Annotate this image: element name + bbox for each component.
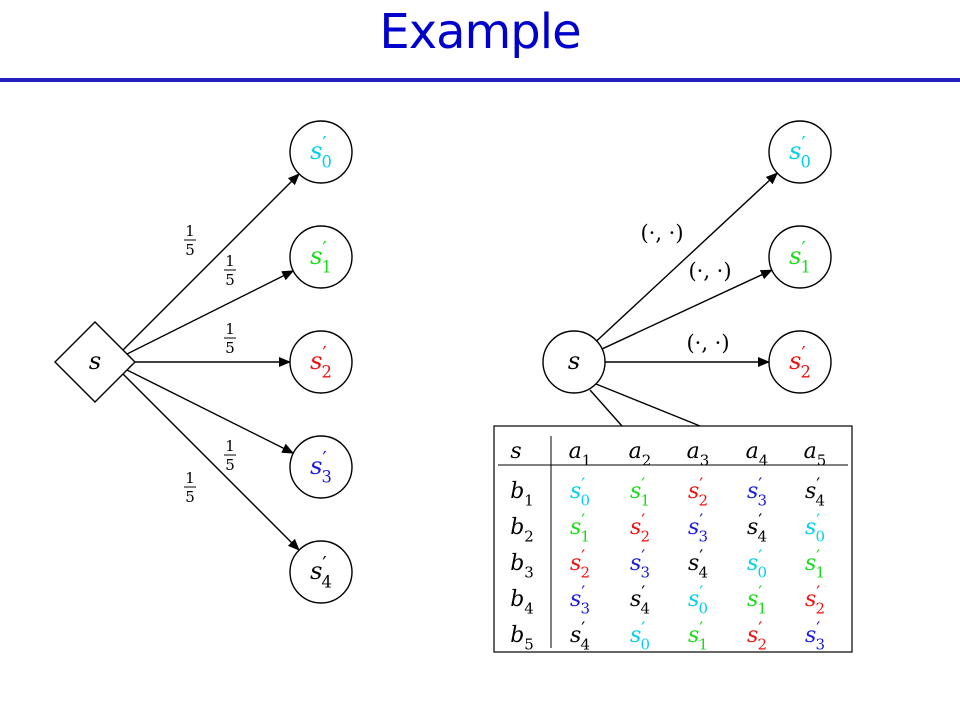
left-edge-prob-2-num: 1 bbox=[225, 320, 235, 338]
left-target-3-label: s′3 bbox=[310, 448, 332, 487]
right-target-0: s′0 bbox=[768, 120, 832, 184]
table-cell-3-0: s′3 bbox=[570, 583, 590, 617]
table-cell-4-3: s′2 bbox=[747, 619, 767, 653]
table-row-header-3: b4 bbox=[510, 587, 534, 618]
left-target-0: s′0 bbox=[289, 120, 353, 184]
table-cell-4-0: s′4 bbox=[570, 619, 590, 653]
right-edge-3 bbox=[595, 383, 701, 427]
left-target-0-label: s′0 bbox=[310, 133, 332, 172]
right-source-label: s bbox=[568, 347, 580, 375]
table-cell-2-1: s′3 bbox=[630, 547, 650, 581]
left-target-2-label: s′2 bbox=[310, 343, 332, 382]
left-target-4-label: s′4 bbox=[310, 553, 332, 592]
table-col-header-1: a2 bbox=[629, 439, 652, 470]
left-edge-prob-1-num: 1 bbox=[225, 252, 235, 270]
left-edge-prob-1: 15 bbox=[224, 252, 236, 289]
table-cell-0-2: s′2 bbox=[688, 475, 708, 509]
left-edge-prob-3: 15 bbox=[224, 437, 236, 474]
left-edge-prob-0-num: 1 bbox=[185, 222, 195, 240]
left-target-1: s′1 bbox=[289, 225, 353, 289]
table-cell-3-2: s′0 bbox=[688, 583, 708, 617]
right-edge-label-0: (·, ·) bbox=[640, 221, 683, 245]
table-cell-0-1: s′1 bbox=[630, 475, 650, 509]
table-cell-4-1: s′0 bbox=[630, 619, 650, 653]
table-row-header-4: b5 bbox=[510, 623, 534, 654]
left-edge-prob-4-den: 5 bbox=[185, 488, 195, 506]
right-target-1-label: s′1 bbox=[789, 238, 811, 277]
right-edge-0 bbox=[596, 172, 779, 342]
left-edge-prob-0: 15 bbox=[184, 222, 196, 259]
right-target-0-label: s′0 bbox=[789, 133, 811, 172]
table-cell-0-4: s′4 bbox=[805, 475, 825, 509]
table-col-header-0: a1 bbox=[569, 439, 592, 470]
table-cell-1-1: s′2 bbox=[630, 511, 650, 545]
right-source-node bbox=[542, 330, 606, 394]
right-edge-label-1: (·, ·) bbox=[688, 259, 731, 283]
table-row-header-1: b2 bbox=[510, 515, 534, 546]
table-cell-4-4: s′3 bbox=[805, 619, 825, 653]
table-col-header-2: a3 bbox=[687, 439, 710, 470]
table-col-header-3: a4 bbox=[746, 439, 769, 470]
table-cell-2-0: s′2 bbox=[570, 547, 590, 581]
table-cell-4-2: s′1 bbox=[688, 619, 708, 653]
left-target-3: s′3 bbox=[289, 435, 353, 499]
left-edge-prob-0-den: 5 bbox=[185, 241, 195, 259]
left-target-2: s′2 bbox=[289, 330, 353, 394]
table-corner: s bbox=[510, 439, 521, 464]
table-cell-2-2: s′4 bbox=[688, 547, 708, 581]
left-target-4: s′4 bbox=[289, 540, 353, 604]
left-edge-1 bbox=[122, 270, 295, 357]
right-target-2-label: s′2 bbox=[789, 343, 811, 382]
left-edge-3 bbox=[122, 367, 295, 454]
title-underline bbox=[0, 78, 960, 82]
left-edge-0 bbox=[122, 173, 300, 351]
table-cell-2-4: s′1 bbox=[805, 547, 825, 581]
left-edge-prob-2-den: 5 bbox=[225, 339, 235, 357]
left-edge-prob-4-num: 1 bbox=[185, 469, 195, 487]
left-edge-prob-2: 15 bbox=[224, 320, 236, 357]
table-col-header-4: a5 bbox=[804, 439, 827, 470]
table-cell-3-3: s′1 bbox=[747, 583, 767, 617]
left-source-node bbox=[54, 321, 136, 403]
table-cell-1-2: s′3 bbox=[688, 511, 708, 545]
left-target-1-label: s′1 bbox=[310, 238, 332, 277]
table-cell-0-0: s′0 bbox=[570, 475, 590, 509]
table-cell-0-3: s′3 bbox=[747, 475, 767, 509]
table-cell-1-4: s′0 bbox=[805, 511, 825, 545]
right-graph: s s′0 (·, ·) s′1 (·, ·) s′2 (·, ·) bbox=[542, 120, 832, 427]
table-cell-3-1: s′4 bbox=[630, 583, 650, 617]
page-title: Example bbox=[379, 4, 581, 60]
right-target-2: s′2 bbox=[768, 330, 832, 394]
table-cell-2-3: s′0 bbox=[747, 547, 767, 581]
table-row-header-0: b1 bbox=[510, 479, 534, 510]
table-cell-1-3: s′4 bbox=[747, 511, 767, 545]
left-edge-prob-3-num: 1 bbox=[225, 437, 235, 455]
right-edge-4 bbox=[589, 389, 623, 427]
table-cell-3-4: s′2 bbox=[805, 583, 825, 617]
table-frame bbox=[493, 425, 853, 653]
table-row-header-2: b3 bbox=[510, 551, 534, 582]
right-target-1: s′1 bbox=[768, 225, 832, 289]
table-cell-1-0: s′1 bbox=[570, 511, 590, 545]
left-edge-prob-4: 15 bbox=[184, 469, 196, 506]
right-edge-1 bbox=[601, 269, 773, 350]
left-edge-prob-3-den: 5 bbox=[225, 456, 235, 474]
left-edge-prob-1-den: 5 bbox=[225, 271, 235, 289]
left-source-label: s bbox=[89, 347, 101, 375]
left-edge-4 bbox=[122, 373, 300, 551]
right-edge-label-2: (·, ·) bbox=[686, 331, 729, 355]
